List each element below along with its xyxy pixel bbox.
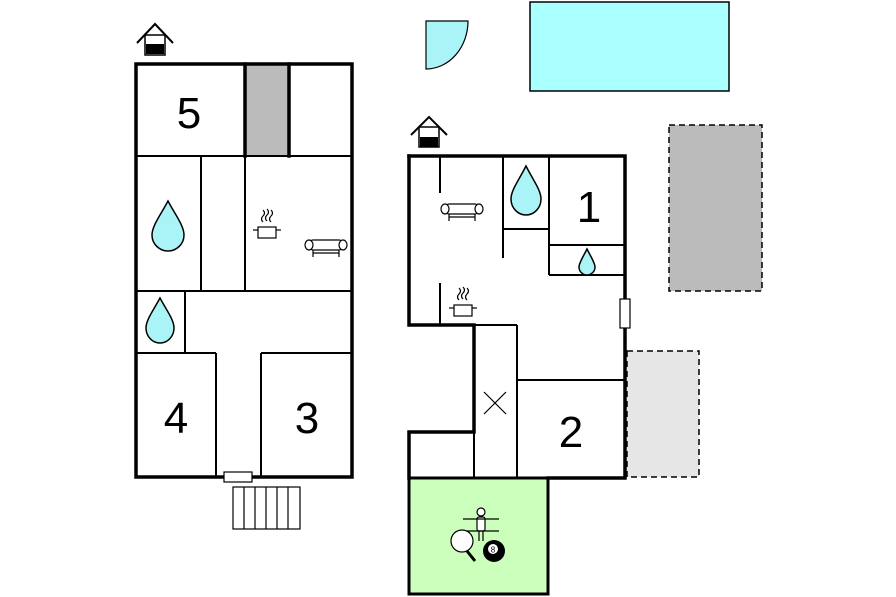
house-icon xyxy=(136,22,174,56)
pool xyxy=(529,1,730,92)
door-swing-icon xyxy=(425,20,469,70)
left-house: 5 4 3 xyxy=(134,22,354,530)
side-door xyxy=(619,298,631,329)
stairs-icon xyxy=(232,486,301,530)
room-1-label: 1 xyxy=(577,183,601,232)
cooking-pot-icon xyxy=(253,208,281,239)
chimney-shaft xyxy=(245,64,288,156)
billiard-ball-number: 8 xyxy=(491,546,496,555)
right-house: 1 2 xyxy=(407,115,631,596)
stair-void-icon xyxy=(483,391,507,415)
carport xyxy=(668,124,763,292)
water-drop-icon xyxy=(145,296,175,344)
billiard-ball-icon: 8 xyxy=(483,540,505,562)
water-drop-icon xyxy=(510,164,542,216)
cooking-pot-icon xyxy=(449,286,477,317)
terrace xyxy=(626,350,700,478)
water-drop-icon xyxy=(151,199,185,252)
sofa-icon xyxy=(304,239,348,257)
room-2-label: 2 xyxy=(559,408,583,457)
room-5-label: 5 xyxy=(177,89,201,138)
room-4-label: 4 xyxy=(164,394,188,443)
entrance-door xyxy=(223,471,253,483)
sofa-icon xyxy=(440,203,484,221)
water-drop-icon xyxy=(578,247,596,276)
room-3-label: 3 xyxy=(295,394,319,443)
table-football-icon xyxy=(463,507,499,541)
house-icon xyxy=(410,115,448,148)
table-tennis-icon xyxy=(450,529,477,562)
